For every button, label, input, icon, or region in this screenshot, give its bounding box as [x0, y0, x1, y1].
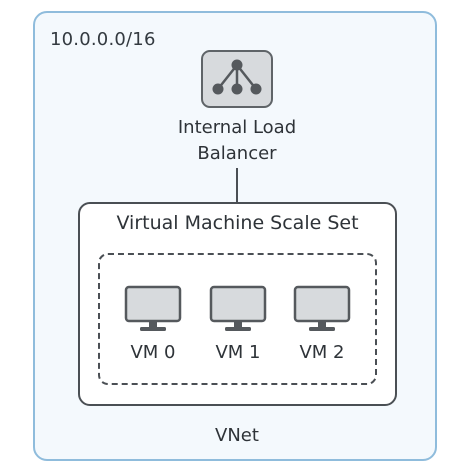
monitor-icon [209, 285, 267, 331]
load-balancer-label: Internal Load Balancer [177, 117, 297, 164]
vnet-address-space: 10.0.0.0/16 [50, 29, 156, 50]
load-balancer-node[interactable] [201, 50, 273, 108]
lb-to-scaleset-connector [236, 168, 238, 203]
vm-2-node[interactable] [293, 285, 351, 333]
vm-0-node[interactable] [124, 285, 182, 333]
monitor-icon [124, 285, 182, 331]
vnet-label: VNet [215, 425, 259, 446]
scale-set-title: Virtual Machine Scale Set [116, 212, 359, 234]
vm-2-label: VM 2 [299, 342, 345, 363]
vm-instance-group [98, 253, 377, 385]
vm-1-label: VM 1 [215, 342, 261, 363]
monitor-icon [293, 285, 351, 331]
vm-1-node[interactable] [209, 285, 267, 333]
vm-0-label: VM 0 [130, 342, 176, 363]
network-node-icon [212, 59, 262, 95]
